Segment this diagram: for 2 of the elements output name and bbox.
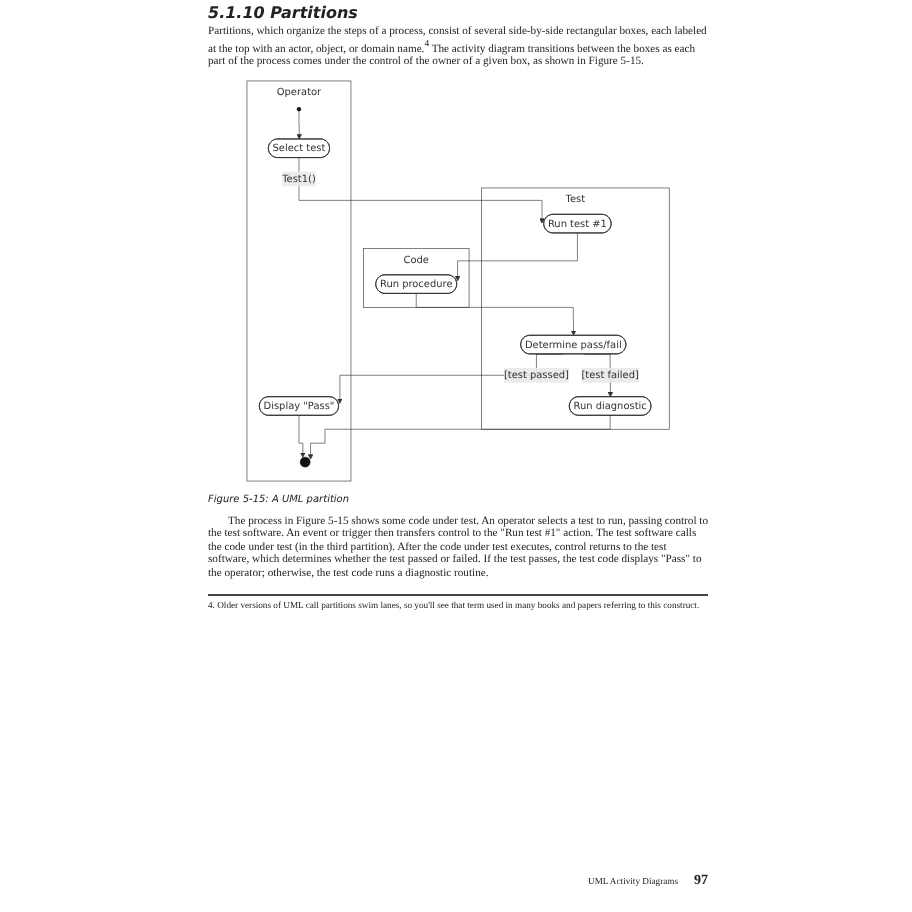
node-circle <box>296 106 302 111</box>
section-heading: 5.1.10 Partitions <box>208 4 360 22</box>
